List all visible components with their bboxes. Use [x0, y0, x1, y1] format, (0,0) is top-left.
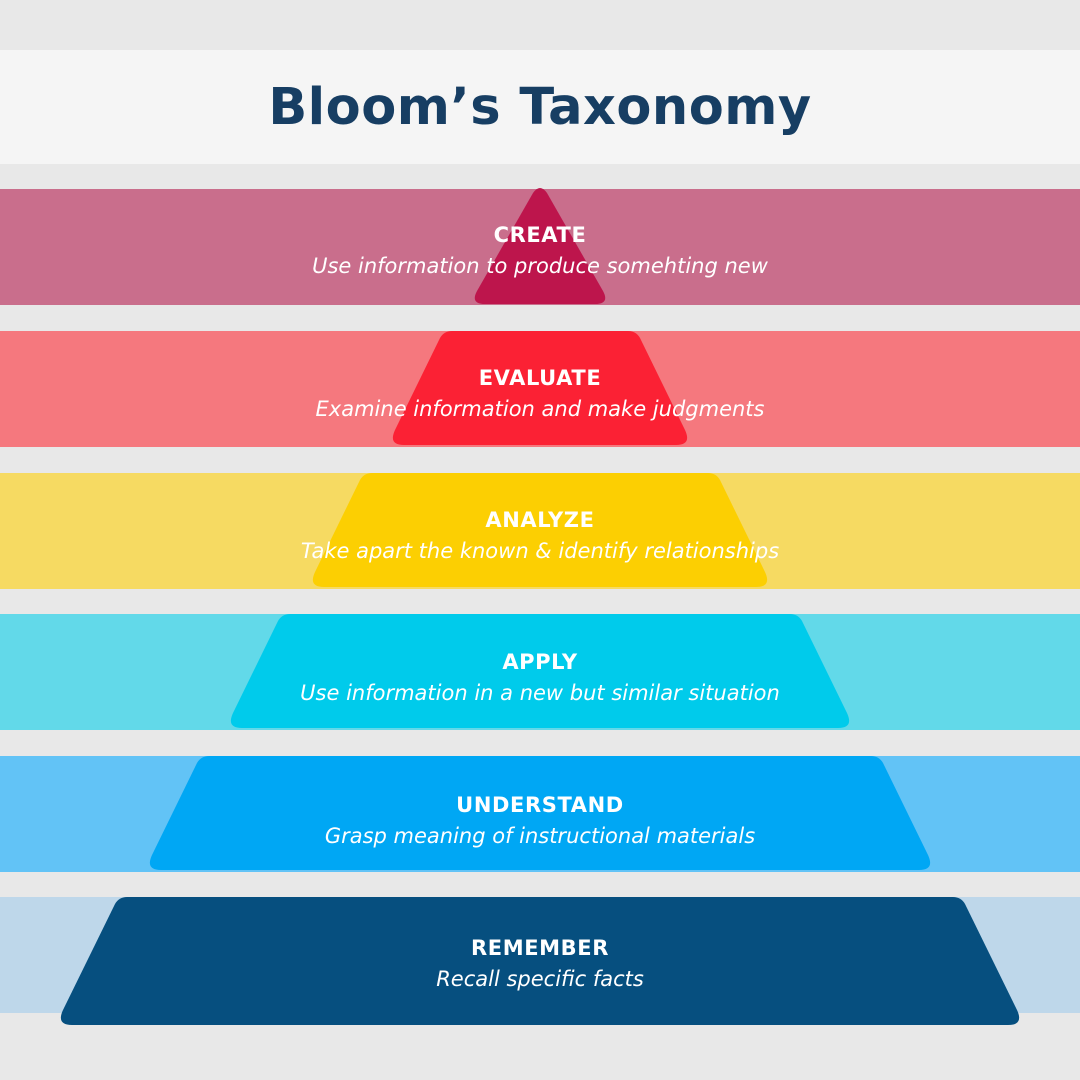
- pyramid-tier-analyze: [312, 473, 768, 587]
- level-name: UNDERSTAND: [456, 793, 624, 817]
- tier-label-remember: REMEMBER Recall specific facts: [0, 935, 1080, 994]
- page-title: Bloom’s Taxonomy: [268, 77, 812, 137]
- title-bar: Bloom’s Taxonomy: [0, 50, 1080, 164]
- level-description: Use information in a new but similar sit…: [300, 681, 780, 705]
- tier-label-apply: APPLY Use information in a new but simil…: [0, 649, 1080, 708]
- pyramid-tier-evaluate: [392, 331, 688, 445]
- level-name: APPLY: [502, 650, 578, 674]
- tier-label-analyze: ANALYZE Take apart the known & identify …: [0, 507, 1080, 566]
- tier-label-understand: UNDERSTAND Grasp meaning of instructiona…: [0, 792, 1080, 851]
- tier-label-create: CREATE Use information to produce someht…: [0, 222, 1080, 281]
- pyramid-tier-create: [474, 188, 606, 304]
- level-description: Use information to produce somehting new: [312, 254, 768, 278]
- level-description: Grasp meaning of instructional materials: [324, 824, 756, 848]
- pyramid-tier-remember: [60, 897, 1020, 1025]
- pyramid-tier-apply: [230, 614, 850, 728]
- level-name: CREATE: [493, 223, 587, 247]
- level-description: Examine information and make judgments: [315, 397, 765, 421]
- level-name: EVALUATE: [478, 366, 602, 390]
- tier-label-evaluate: EVALUATE Examine information and make ju…: [0, 365, 1080, 424]
- level-description: Recall specific facts: [436, 967, 644, 991]
- level-name: ANALYZE: [485, 508, 595, 532]
- level-description: Take apart the known & identify relation…: [300, 539, 780, 563]
- level-name: REMEMBER: [471, 936, 609, 960]
- pyramid-tier-understand: [149, 756, 931, 870]
